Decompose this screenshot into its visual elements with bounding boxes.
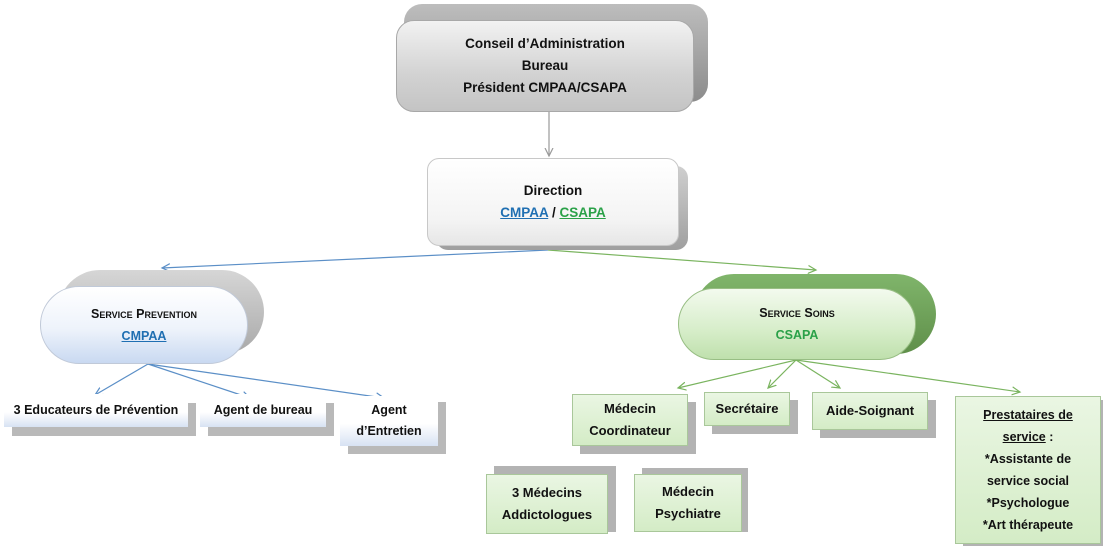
conseil-administration-label: Conseil d’Administration — [465, 36, 625, 51]
service-prevention-title: Service Prevention — [91, 307, 197, 321]
arrow-prevention-to-agent-bureau — [147, 363, 250, 398]
aide-soignant-box: Aide-Soignant — [812, 392, 928, 430]
president-label: Président CMPAA/CSAPA — [463, 80, 627, 95]
prestataires-item-4: *Art thérapeute — [982, 518, 1074, 532]
medecins-addictologues-box: 3 Médecins Addictologues — [486, 474, 608, 534]
arrow-soins-to-prestataires — [795, 359, 1020, 392]
medecin-psy-label-1: Médecin — [661, 484, 714, 499]
aide-soignant-label: Aide-Soignant — [825, 403, 915, 418]
arrow-soins-to-secretaire — [768, 359, 797, 388]
direction-cmpaa-link[interactable]: CMPAA — [500, 205, 549, 220]
secretaire-box: Secrétaire — [704, 392, 790, 426]
arrow-direction-to-soins — [547, 249, 816, 270]
prestataires-item-2: service social — [986, 474, 1069, 488]
arrow-direction-to-prevention — [162, 249, 549, 268]
service-soins-title: Service Soins — [759, 306, 835, 320]
medecins-addicto-label-1: 3 Médecins — [511, 485, 583, 500]
prestataires-item-1: *Assistante de — [984, 452, 1072, 466]
secretaire-label: Secrétaire — [715, 401, 779, 416]
medecin-psychiatre-box: Médecin Psychiatre — [634, 474, 742, 532]
prestataires-box: Prestataires de service : *Assistante de… — [955, 396, 1101, 544]
direction-title: Direction — [523, 183, 583, 198]
medecin-coord-label-1: Médecin — [603, 401, 656, 416]
arrow-prevention-to-educateurs — [95, 363, 149, 395]
service-prevention-box: Service Prevention CMPAA — [40, 286, 248, 364]
educateurs-box: 3 Educateurs de Prévention — [4, 394, 188, 427]
prestataires-title-1: Prestataires de — [983, 408, 1073, 422]
direction-separator: / — [548, 205, 560, 220]
educateurs-label: 3 Educateurs de Prévention — [13, 403, 179, 417]
medecin-coord-label-2: Coordinateur — [589, 423, 671, 438]
arrow-prevention-to-agent-entretien — [147, 363, 384, 398]
agent-bureau-box: Agent de bureau — [200, 394, 326, 427]
agent-entretien-box: Agent d’Entretien — [340, 396, 438, 446]
soins-csapa-label: CSAPA — [775, 328, 819, 342]
arrow-soins-to-medecin-coord — [678, 359, 797, 388]
service-soins-box: Service Soins CSAPA — [678, 288, 916, 360]
bureau-label: Bureau — [521, 58, 569, 73]
prestataires-colon: : — [1045, 430, 1054, 444]
prestataires-title-2-row: service : — [1003, 426, 1054, 448]
agent-entretien-label-1: Agent — [371, 403, 407, 417]
prestataires-item-3: *Psychologue — [986, 496, 1070, 510]
medecins-addicto-label-2: Addictologues — [501, 507, 593, 522]
agent-entretien-label-2: d’Entretien — [356, 424, 422, 438]
prestataires-title-2: service — [1002, 430, 1046, 444]
conseil-administration-box: Conseil d’Administration Bureau Présiden… — [396, 20, 694, 112]
direction-csapa-link[interactable]: CSAPA — [559, 205, 606, 220]
medecin-psy-label-2: Psychiatre — [655, 506, 721, 521]
prevention-cmpaa-link[interactable]: CMPAA — [121, 329, 167, 343]
arrow-soins-to-aide-soignant — [795, 359, 840, 388]
direction-subtitle: CMPAA / CSAPA — [500, 202, 606, 224]
agent-bureau-label: Agent de bureau — [213, 403, 313, 417]
medecin-coordinateur-box: Médecin Coordinateur — [572, 394, 688, 446]
direction-box: Direction CMPAA / CSAPA — [427, 158, 679, 246]
